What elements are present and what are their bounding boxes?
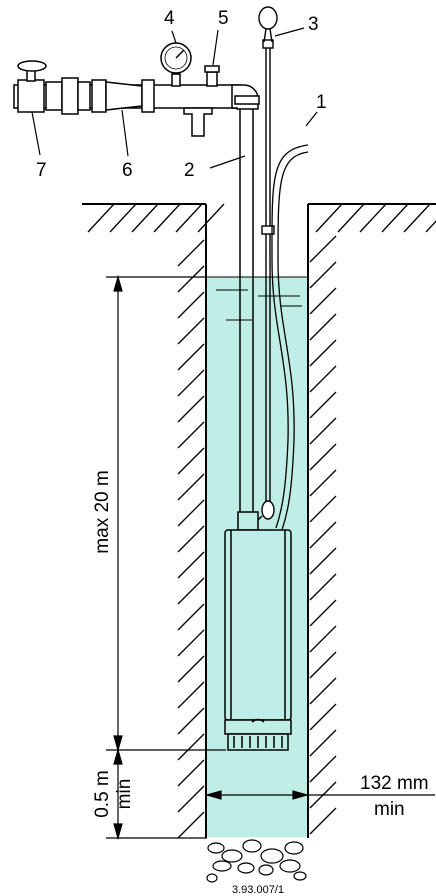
hatch-stroke [177,707,205,735]
hatch-stroke [309,573,337,601]
hatch-stroke [309,417,337,445]
hatch-stroke [177,369,205,397]
hatch-stroke [309,339,337,367]
hatch-stroke [309,235,337,263]
soil-hatching [87,203,436,839]
max-depth-label: max 20 m [92,470,113,553]
gravel-bed [206,839,307,883]
hatch-stroke [177,759,205,787]
callout-7: 7 [36,160,47,181]
hatch-stroke [309,365,337,393]
hatch-stroke [177,265,205,293]
hatch-stroke [177,343,205,371]
hatch-stroke [381,203,409,233]
pressure-gauge [160,42,192,74]
callout-5: 5 [218,8,229,29]
hatch-stroke [309,495,337,523]
diameter-min-label: min [374,799,405,820]
lifting-rope [255,6,278,523]
hatch-stroke [315,203,343,233]
hatch-stroke [403,203,431,233]
ground-surface [82,203,436,838]
hatch-stroke [177,733,205,761]
hatch-stroke [309,703,337,731]
hatch-stroke [177,421,205,449]
hatch-stroke [177,317,205,345]
callout-6: 6 [122,160,133,181]
submersible-pump [224,511,292,751]
hatch-stroke [177,811,205,839]
hatch-stroke [197,203,225,233]
diameter-dimension [204,790,435,800]
hatch-stroke [337,203,365,233]
hatch-stroke [309,469,337,497]
hatch-stroke [309,677,337,705]
hatch-stroke [177,291,205,319]
hatch-stroke [309,755,337,783]
callout-3: 3 [308,14,319,35]
hatch-stroke [177,551,205,579]
hatch-stroke [177,395,205,423]
callout-4: 4 [164,8,175,29]
hatch-stroke [153,203,181,233]
hatch-stroke [309,807,337,835]
hatch-stroke [109,203,137,233]
hatch-stroke [309,729,337,757]
hatch-stroke [309,261,337,289]
hatch-stroke [309,599,337,627]
clearance-value-label: 0.5 m [92,770,113,818]
hatch-stroke [309,443,337,471]
hatch-stroke [359,203,387,233]
hatch-stroke [175,203,203,233]
hatch-stroke [309,287,337,315]
power-cable [271,144,309,531]
figure-reference: 3.93.007/1 [232,884,284,896]
hatch-stroke [309,521,337,549]
hatch-stroke [87,203,115,233]
hatch-stroke [177,499,205,527]
hatch-stroke [309,547,337,575]
hatch-stroke [309,625,337,653]
hatch-stroke [309,651,337,679]
depth-dimension [106,274,226,841]
hatch-stroke [425,220,436,233]
hatch-stroke [177,785,205,813]
hatch-stroke [177,577,205,605]
callout-1: 1 [316,92,327,113]
hatch-stroke [177,525,205,553]
hatch-stroke [177,681,205,709]
hatch-stroke [131,203,159,233]
hatch-stroke [309,391,337,419]
clearance-min-label: min [114,779,135,810]
callout-2: 2 [184,160,195,181]
hatch-stroke [177,473,205,501]
hatch-stroke [177,239,205,267]
hatch-stroke [309,313,337,341]
hatch-stroke [177,655,205,683]
surface-pipework [13,60,260,137]
water-surface-marks [207,276,307,321]
callout-leaders [31,27,318,169]
hatch-stroke [177,629,205,657]
diameter-value-label: 132 mm [360,773,429,794]
hatch-stroke [177,447,205,475]
hatch-stroke [177,603,205,631]
